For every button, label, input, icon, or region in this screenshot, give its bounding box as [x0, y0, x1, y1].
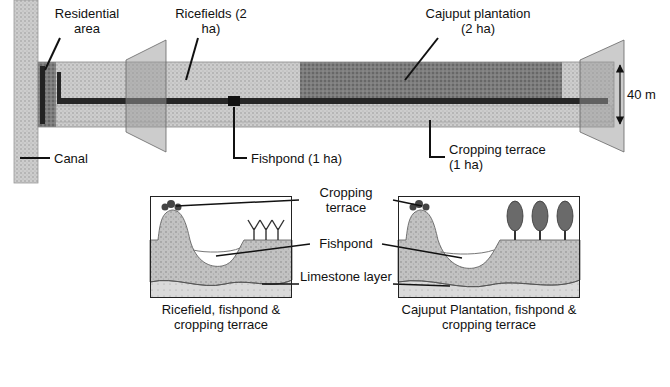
leader-line	[430, 120, 445, 157]
callout-label: Limestone layer	[300, 269, 392, 284]
residential-building	[40, 66, 45, 124]
leader-line	[20, 157, 50, 159]
cross-section-panel: Cajuput Plantation, fishpond & cropping …	[398, 196, 580, 332]
callout-label: Canal	[54, 151, 114, 166]
leader-line	[216, 244, 310, 256]
dimension-arrow	[619, 65, 620, 124]
cross-section-cajuput	[398, 200, 580, 298]
leader-line	[393, 284, 450, 286]
leader-line	[405, 38, 438, 80]
leader-line	[186, 38, 198, 80]
callout-label: Fishpond	[300, 236, 392, 251]
callout-label: Residential area	[48, 6, 126, 36]
cajuput-trees	[507, 201, 573, 240]
leader-lines	[176, 200, 462, 286]
fishpond-sluice	[228, 96, 240, 106]
residential-area	[38, 62, 56, 127]
leader-line	[45, 38, 60, 70]
pond-water	[441, 250, 494, 254]
callout-label: Ricefields (2 ha)	[170, 6, 252, 36]
section-frame	[150, 196, 292, 298]
cajuput-area	[300, 62, 562, 102]
leader-line	[262, 283, 299, 285]
leader-line	[234, 107, 247, 158]
callout-label: Fishpond (1 ha)	[251, 151, 371, 166]
pond-water	[193, 248, 240, 252]
section-caption: Cajuput Plantation, fishpond & cropping …	[398, 298, 580, 332]
section-frame	[398, 196, 580, 298]
canal-band	[14, 0, 38, 183]
callout-label: 40 m	[627, 87, 667, 102]
callout-label: Cropping terrace	[300, 185, 392, 215]
leader-line	[176, 200, 299, 206]
callout-label: Cropping terrace (1 ha)	[449, 142, 553, 172]
callout-label: Cajuput plantation (2 ha)	[420, 6, 536, 36]
section-plane	[580, 40, 624, 152]
soil-profile	[150, 210, 292, 286]
section-plane	[126, 40, 166, 152]
farm-strip	[38, 62, 614, 127]
rice-plants	[248, 220, 284, 240]
soil-profile	[398, 210, 580, 287]
section-caption: Ricefield, fishpond & cropping terrace	[150, 298, 292, 332]
leader-line	[382, 244, 462, 258]
leader-lines	[20, 38, 445, 158]
cross-section-panel: Ricefield, fishpond & cropping terrace	[150, 196, 292, 332]
